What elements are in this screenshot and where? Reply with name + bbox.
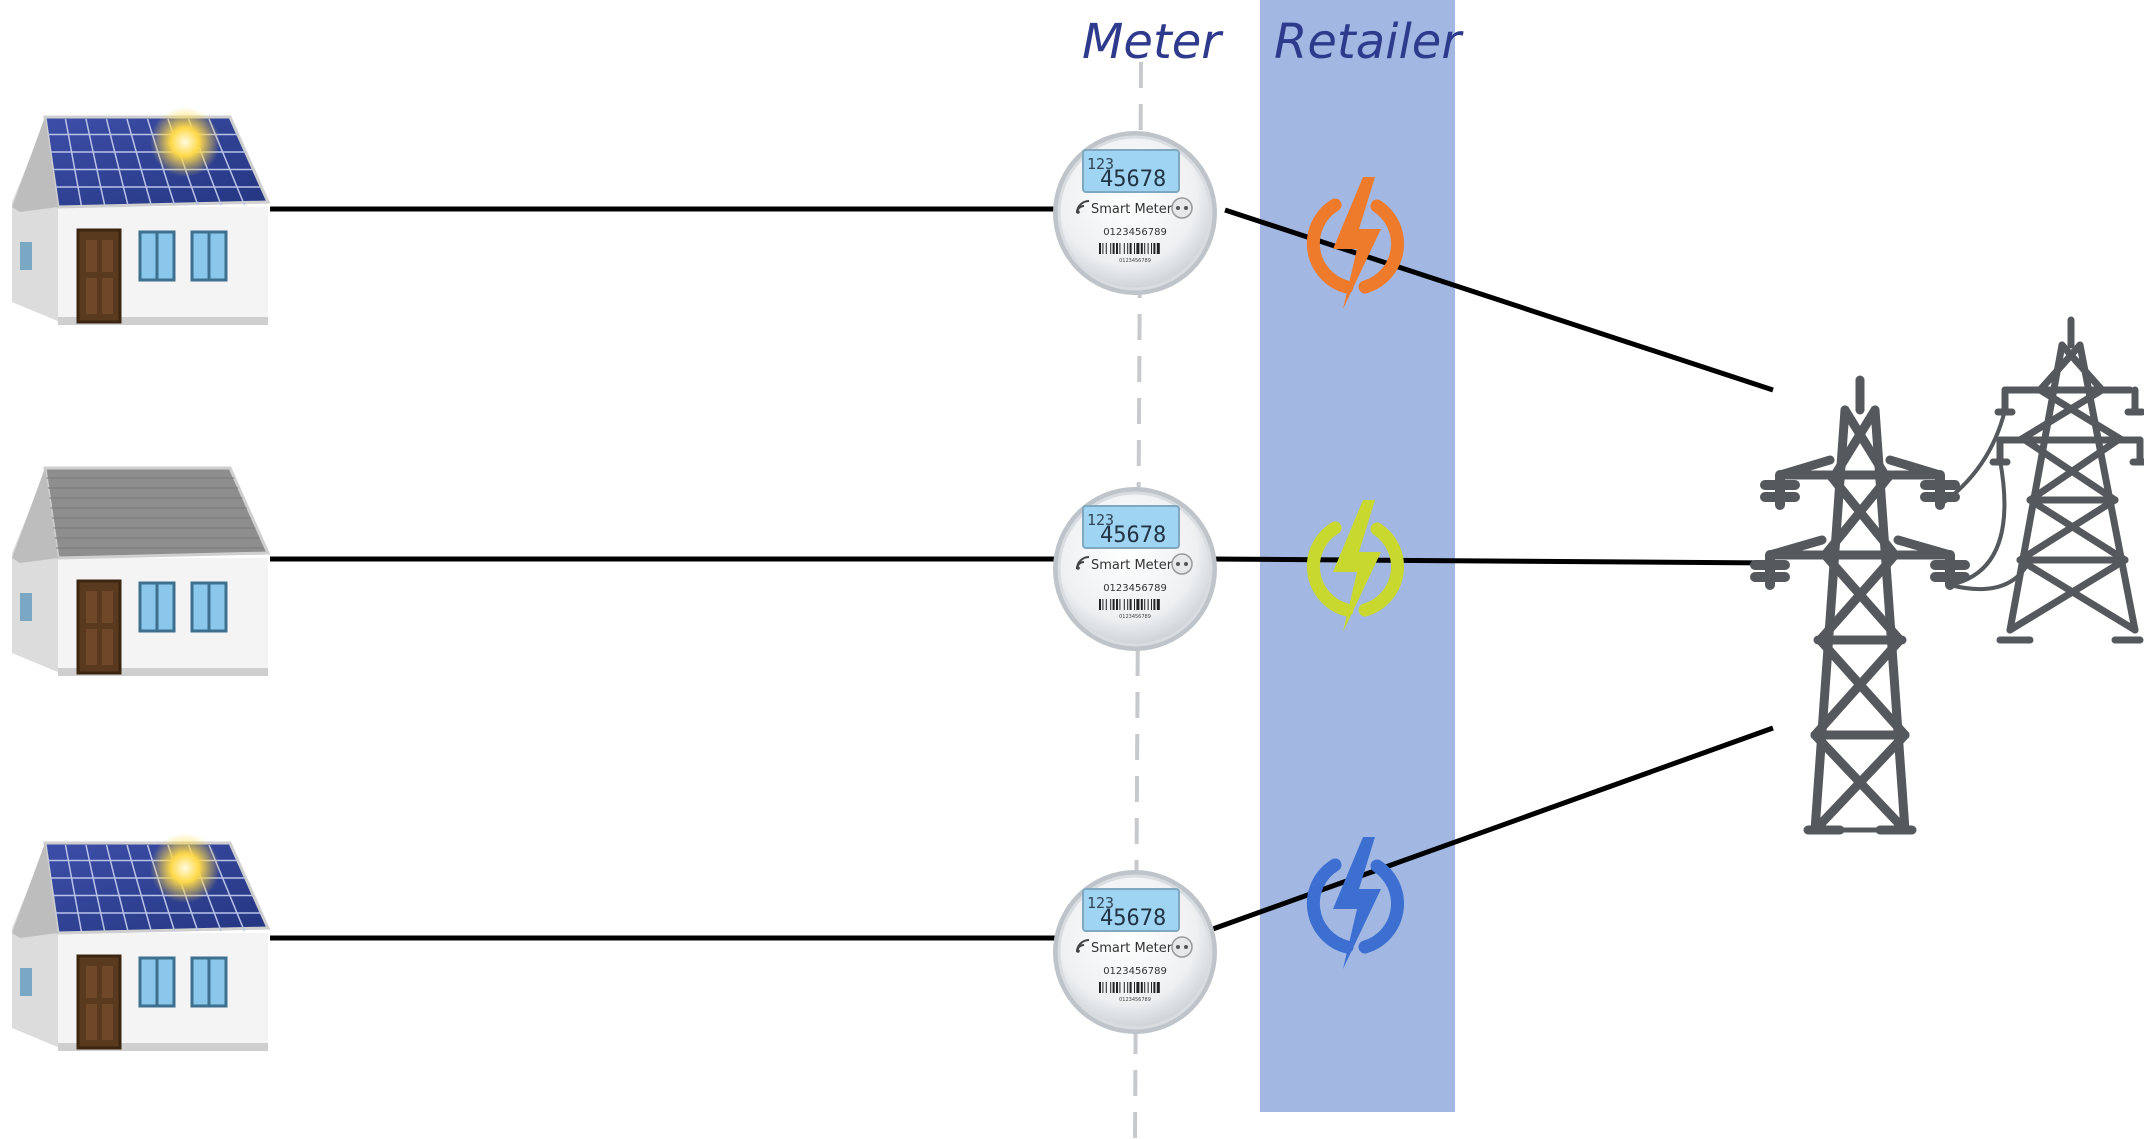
power-bolt-icon	[1306, 500, 1404, 632]
house-icon	[12, 833, 271, 1051]
power-bolt-icon	[1306, 837, 1404, 969]
meter-serial: 0123456789	[1103, 966, 1167, 977]
meter-barcode-text: 0123456789	[1119, 997, 1151, 1003]
meter-display-reading: 45678	[1100, 523, 1166, 548]
meter-display-small: 123	[1087, 511, 1114, 529]
house-icon	[12, 107, 271, 325]
meter-display-reading: 45678	[1100, 906, 1166, 931]
meter-brand-label: Smart Meter	[1091, 558, 1173, 573]
meter-display-small: 123	[1087, 894, 1114, 912]
meter-brand-label: Smart Meter	[1091, 202, 1173, 217]
meter-barcode-text: 0123456789	[1119, 258, 1151, 264]
meter-barcode-text: 0123456789	[1119, 614, 1151, 620]
power-bolt-icon	[1306, 177, 1404, 309]
meter-display-reading: 45678	[1100, 167, 1166, 192]
meter-brand-label: Smart Meter	[1091, 941, 1173, 956]
connection-lines	[270, 206, 1776, 941]
house-icon	[12, 466, 271, 676]
meter-serial: 0123456789	[1103, 227, 1167, 238]
meter-display-small: 123	[1087, 155, 1114, 173]
meter-serial: 0123456789	[1103, 583, 1167, 594]
transmission-tower-icon	[1750, 316, 2144, 835]
meter-column-header: Meter	[1082, 14, 1222, 70]
retailer-column-header: Retailer	[1274, 14, 1462, 70]
